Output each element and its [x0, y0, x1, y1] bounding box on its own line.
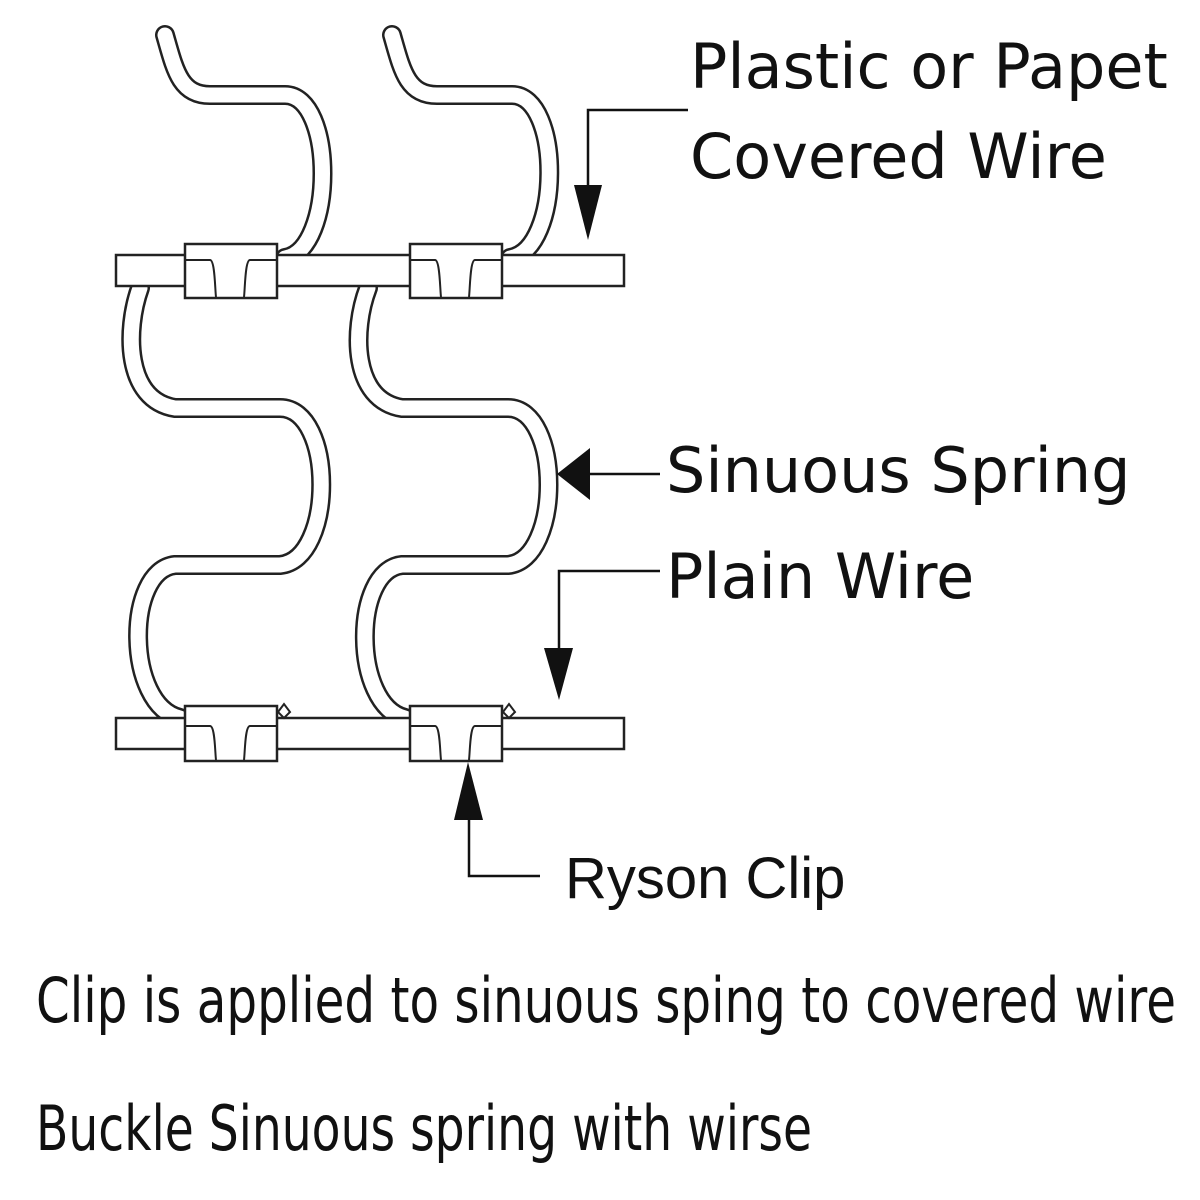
covered-wire-pointer — [574, 108, 688, 240]
sinuous-spring-label: Sinuous Spring — [666, 434, 1131, 507]
covered-wire-label-line2: Covered Wire — [690, 120, 1107, 193]
sinuous-spring-right — [348, 25, 560, 728]
ryson-clip-top-right — [408, 242, 504, 300]
arrow-down-icon — [544, 648, 573, 700]
caption-line-2: Buckle Sinuous spring with wirse — [36, 1092, 812, 1165]
covered-wire-label-line1: Plastic or Papet — [690, 30, 1168, 103]
plain-wire-label: Plain Wire — [666, 540, 974, 613]
arrow-down-icon — [574, 185, 602, 240]
ryson-clip-top-left — [183, 242, 279, 300]
ryson-clip-bottom-left — [183, 702, 292, 763]
sinuous-spring-left — [121, 25, 333, 728]
ryson-clip-pointer — [454, 762, 540, 878]
plain-wire-pointer — [544, 569, 660, 700]
sinuous-spring-pointer — [557, 448, 660, 500]
arrow-left-icon — [557, 448, 590, 500]
ryson-clip-bottom-right — [408, 702, 517, 763]
arrow-up-icon — [454, 762, 483, 820]
caption-line-1: Clip is applied to sinuous sping to cove… — [36, 964, 1176, 1037]
ryson-clip-label: Ryson Clip — [565, 846, 845, 911]
